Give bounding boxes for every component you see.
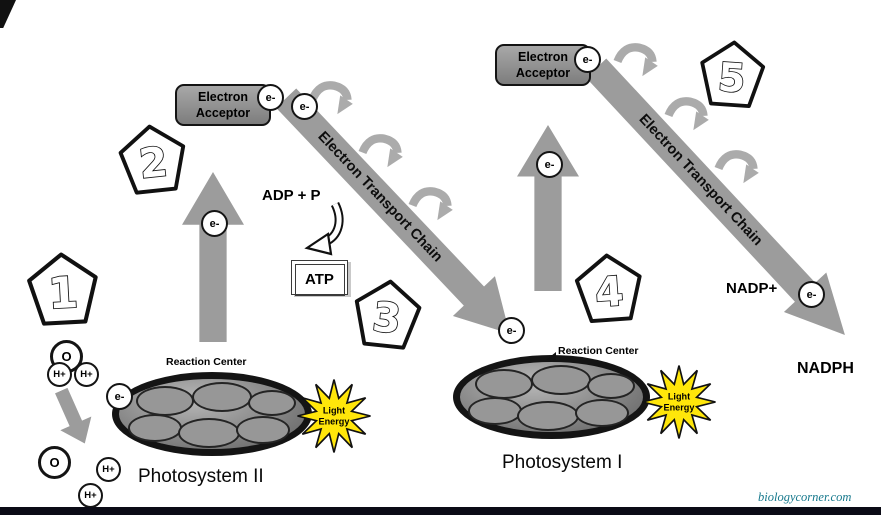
hydrogen-label: H+ <box>53 369 66 380</box>
starburst-shape <box>297 379 371 453</box>
electron-acceptor-line2: Acceptor <box>515 66 571 80</box>
pigment-molecule <box>128 414 182 442</box>
hydrogen-ion: H+ <box>96 457 121 482</box>
photosystem-i-complex <box>453 355 650 439</box>
pigment-molecule <box>587 373 635 399</box>
adp-p-label: ADP + P <box>262 187 321 204</box>
photosystem-i-title: Photosystem I <box>502 452 623 473</box>
step-number-4: 4 <box>593 267 625 317</box>
electron-badge: e- <box>798 281 825 308</box>
corner-artifact <box>0 0 16 28</box>
atp-box: ATP <box>291 260 348 296</box>
pigment-molecule <box>248 390 296 416</box>
hydrogen-ion: H+ <box>78 483 103 508</box>
pigment-molecule <box>468 397 522 425</box>
electron-badge: e- <box>574 46 601 73</box>
step-marker-1: 1 <box>24 248 102 332</box>
electron-badge: e- <box>201 210 228 237</box>
step-number-1: 1 <box>47 268 79 319</box>
electron-badge: e- <box>536 151 563 178</box>
light-label-line2: Energy <box>319 416 351 426</box>
reaction-center-label-psii: Reaction Center <box>166 356 247 368</box>
electron-badge: e- <box>498 317 525 344</box>
photosystem-ii-title: Photosystem II <box>138 466 264 487</box>
hydrogen-label: H+ <box>84 490 97 501</box>
water-split-arrow <box>46 384 101 451</box>
electron-acceptor-line1: Electron <box>197 89 248 104</box>
energy-swoosh-icon <box>301 74 359 132</box>
energy-swoosh-icon <box>351 127 409 185</box>
energy-swoosh-icon <box>707 143 765 201</box>
electron-label: e- <box>506 324 517 337</box>
electron-badge: e- <box>291 93 318 120</box>
light-label-line1: Light <box>668 392 690 402</box>
electron-acceptor-box-psii: Electron Acceptor <box>175 84 271 126</box>
electron-label: e- <box>209 217 220 230</box>
step-marker-5: 5 <box>696 36 769 115</box>
pigment-molecule <box>575 399 629 427</box>
pigment-molecule <box>192 382 252 412</box>
light-energy-burst-psii: Light Energy <box>296 378 372 454</box>
electron-badge: e- <box>257 84 284 111</box>
hydrogen-label: H+ <box>102 464 115 475</box>
footer-bar <box>0 507 881 515</box>
photosystem-ii-complex <box>112 372 312 456</box>
step-number-5: 5 <box>716 54 747 102</box>
step-marker-3: 3 <box>348 275 425 356</box>
energy-swoosh-icon <box>401 180 459 238</box>
electron-label: e- <box>299 100 310 113</box>
electron-acceptor-line1: Electron <box>517 49 568 64</box>
energy-swoosh-icon <box>606 36 664 94</box>
energy-swoosh-icon <box>657 90 715 148</box>
reaction-center-pointer <box>546 352 556 360</box>
electron-badge: e- <box>106 383 133 410</box>
pigment-molecule <box>136 386 194 416</box>
credit-link[interactable]: biologycorner.com <box>758 490 852 504</box>
step-marker-2: 2 <box>114 119 192 202</box>
nadph-label: NADPH <box>797 360 854 377</box>
electron-label: e- <box>806 288 817 301</box>
pigment-molecule <box>517 401 579 431</box>
nadp-plus-label: NADP+ <box>726 280 778 297</box>
hydrogen-ion: H+ <box>47 362 72 387</box>
electron-label: e- <box>265 91 276 104</box>
atp-label: ATP <box>294 263 345 296</box>
starburst-shape <box>642 365 716 439</box>
electron-label: e- <box>544 158 555 171</box>
oxygen-label: O <box>61 349 72 364</box>
oxygen-molecule: O <box>38 446 71 479</box>
pigment-molecule <box>236 416 290 444</box>
oxygen-label: O <box>49 455 60 470</box>
electron-label: e- <box>114 390 125 403</box>
step-number-3: 3 <box>370 292 403 343</box>
hydrogen-ion: H+ <box>74 362 99 387</box>
step-marker-4: 4 <box>571 249 646 330</box>
step-number-2: 2 <box>137 137 170 188</box>
light-energy-burst-psi: Light Energy <box>641 364 717 440</box>
pigment-molecule <box>531 365 591 395</box>
light-label-line1: Light <box>323 406 345 416</box>
hydrogen-label: H+ <box>80 369 93 380</box>
electron-up-arrow-psi <box>517 125 579 291</box>
light-label-line2: Energy <box>664 402 696 412</box>
electron-up-arrow-psii <box>182 172 244 342</box>
reaction-center-label-psi: Reaction Center <box>558 345 639 357</box>
electron-acceptor-line2: Acceptor <box>195 106 251 120</box>
pigment-molecule <box>475 369 533 399</box>
pigment-molecule <box>178 418 240 448</box>
electron-label: e- <box>582 53 593 66</box>
adp-to-atp-arrow <box>297 200 347 258</box>
